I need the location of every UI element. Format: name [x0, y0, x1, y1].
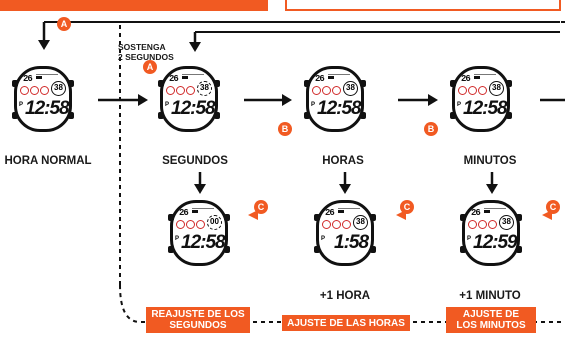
marker-c-minutes: C — [546, 200, 560, 214]
caption-seconds: SEGUNDOS — [162, 155, 228, 167]
badge-adjust-minutes: AJUSTE DE LOS MINUTOS — [446, 307, 536, 333]
watch-hours: 26 38 P 12:58 — [302, 60, 368, 138]
marker-b-minutes: B — [424, 122, 438, 136]
watch-seconds: 26 38 P 12:58 — [156, 60, 222, 138]
press-arrow-c-seconds — [248, 210, 258, 220]
caption-minutes: MINUTOS — [463, 155, 517, 167]
watch-minutes: 26 38 P 12:58 — [448, 60, 514, 138]
arrow-minutes-down — [486, 172, 498, 194]
watch-minute-adjusted: 26 38 P 12:59 — [458, 194, 524, 272]
marker-a-hold: A — [143, 60, 157, 74]
top-return-line — [44, 21, 560, 33]
arrow-seconds-to-hours — [244, 94, 292, 106]
top-return-arrowhead — [189, 42, 201, 52]
arrow-hours-to-minutes — [398, 94, 438, 106]
caption-hours: HORAS — [322, 155, 364, 167]
caption-plus-hour: +1 HORA — [319, 290, 371, 302]
entry-arrowhead — [38, 40, 50, 50]
caption-plus-minute: +1 MINUTO — [459, 290, 521, 302]
watch-seconds-reset: 26 00 P 12:58 — [166, 194, 232, 272]
marker-c-hours: C — [400, 200, 414, 214]
header-banner-right — [285, 0, 561, 11]
arrow-hours-down — [339, 172, 351, 194]
marker-c-seconds: C — [254, 200, 268, 214]
caption-normal: HORA NORMAL — [4, 155, 92, 167]
badge-adjust-hours: AJUSTE DE LAS HORAS — [282, 315, 410, 331]
header-banner-left — [0, 0, 268, 11]
watch-normal: 26 38 P 12:58 — [10, 60, 76, 138]
marker-b-hours: B — [278, 122, 292, 136]
watch-hour-adjusted: 26 38 P 1:58 — [312, 194, 378, 272]
marker-a-top: A — [57, 17, 71, 31]
hold-instruction: SOSTENGA 2 SEGUNDOS — [118, 42, 174, 62]
badge-reset-seconds: REAJUSTE DE LOS SEGUNDOS — [146, 307, 250, 333]
arrow-seconds-down — [194, 172, 206, 194]
arrow-normal-to-seconds — [98, 94, 148, 106]
